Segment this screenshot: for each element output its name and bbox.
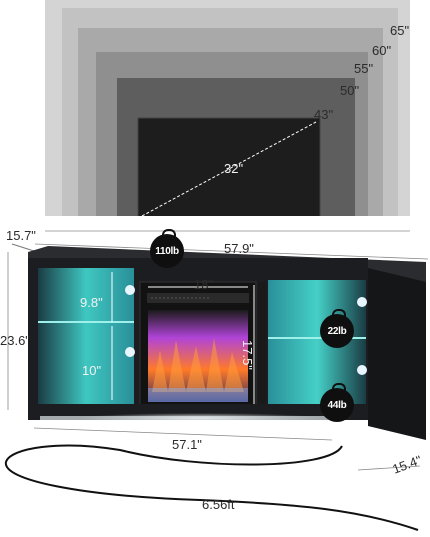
weight-shelf-badge: 22lb bbox=[320, 309, 354, 348]
left-compartment bbox=[38, 268, 134, 404]
tv-size-65-label: 65" bbox=[390, 23, 410, 38]
width-bottom-label: 57.1" bbox=[172, 437, 202, 452]
width-top-label: 57.9" bbox=[224, 241, 254, 256]
fireplace-height-label: 17.5" bbox=[240, 340, 255, 370]
tv-size-32-label: 32" bbox=[224, 161, 244, 176]
cord-length-label: 6.56ft bbox=[202, 497, 235, 512]
shelf-upper-label: 9.8" bbox=[80, 295, 103, 310]
tv-size-55-label: 55" bbox=[354, 61, 374, 76]
weight-bottom-badge: 44lb bbox=[320, 383, 354, 422]
shelf-lower-label: 10" bbox=[82, 363, 102, 378]
tv-size-60-label: 60" bbox=[372, 43, 392, 58]
height-left-label: 23.6" bbox=[0, 333, 30, 348]
right-compartment bbox=[268, 280, 366, 404]
power-cord bbox=[4, 444, 419, 531]
tv-size-50-label: 50" bbox=[340, 83, 360, 98]
weight-top-badge: 110lb bbox=[150, 229, 184, 268]
fireplace-width-label: 18" bbox=[194, 277, 214, 292]
depth-top-label: 15.7" bbox=[6, 228, 36, 243]
tv-32-screen bbox=[137, 117, 321, 223]
tv-size-43-label: 43" bbox=[314, 107, 334, 122]
